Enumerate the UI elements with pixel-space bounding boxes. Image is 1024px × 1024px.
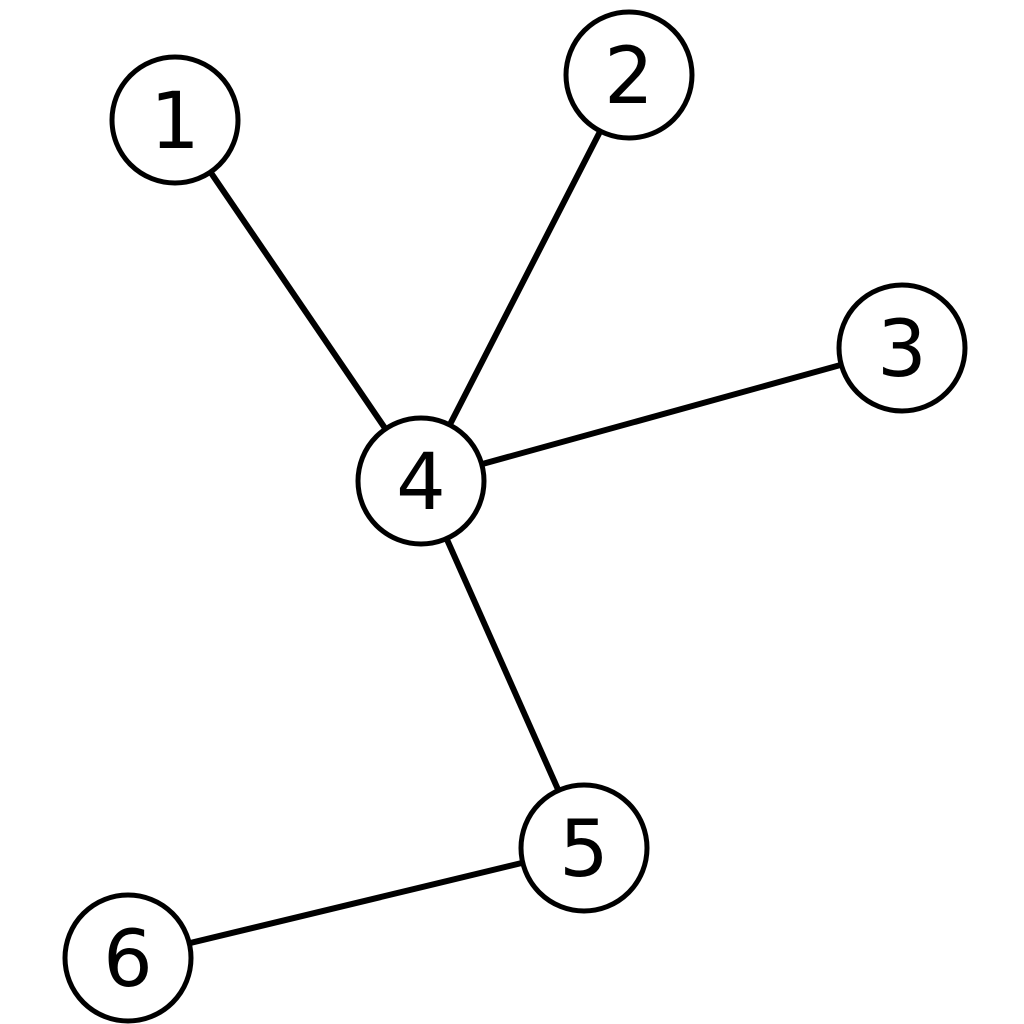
node-label: 1 — [150, 77, 200, 167]
node-3: 3 — [836, 282, 968, 414]
node-label: 3 — [877, 305, 927, 395]
node-label: 6 — [103, 915, 153, 1005]
edge-1-4 — [172, 118, 424, 483]
nodes-layer: 1 2 3 4 5 6 — [62, 9, 968, 1024]
node-circle — [836, 282, 968, 414]
node-circle — [62, 892, 194, 1024]
node-2: 2 — [563, 9, 695, 141]
node-circle — [563, 9, 695, 141]
node-circle — [355, 415, 487, 547]
node-label: 5 — [559, 805, 609, 895]
edges-layer — [127, 73, 903, 961]
node-circle — [109, 54, 241, 186]
node-6: 6 — [62, 892, 194, 1024]
edge-2-4 — [418, 73, 632, 483]
node-label: 2 — [604, 32, 654, 122]
edge-4-5 — [418, 479, 587, 850]
edge-3-4 — [420, 345, 903, 484]
node-1: 1 — [109, 54, 241, 186]
edge-5-6 — [127, 845, 585, 961]
node-5: 5 — [518, 782, 650, 914]
node-label: 4 — [396, 438, 446, 528]
node-4: 4 — [355, 415, 487, 547]
node-circle — [518, 782, 650, 914]
